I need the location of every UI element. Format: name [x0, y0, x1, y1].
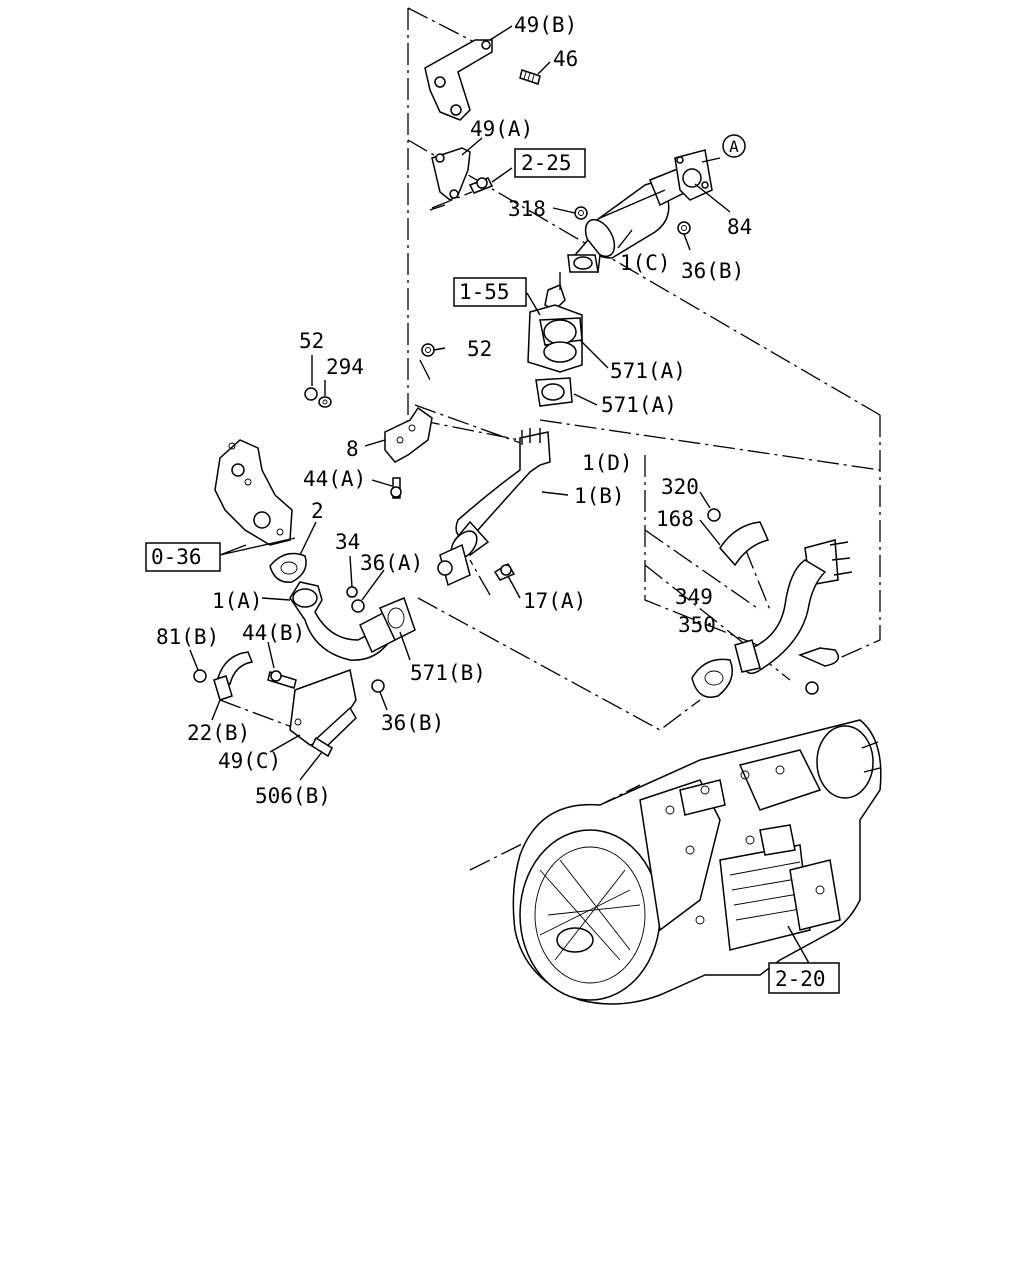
bolt-44b [267, 670, 297, 689]
ref-2-25: 2-25 [521, 151, 572, 175]
ref-1-55: 1-55 [459, 280, 510, 304]
callout-168: 168 [656, 507, 694, 531]
bolt-506b [311, 736, 333, 758]
callout-294: 294 [326, 355, 364, 379]
callout-44b: 44(B) [242, 621, 305, 645]
callout-22b: 22(B) [187, 721, 250, 745]
nut-81b [193, 669, 207, 683]
washer-34 [346, 586, 358, 598]
bolt-46 [519, 69, 541, 85]
callout-52-right: 52 [467, 337, 492, 361]
callout-36b-low: 36(B) [381, 711, 444, 735]
nut-36a [351, 599, 365, 613]
callout-36b-top: 36(B) [681, 259, 744, 283]
nut-52-left [304, 387, 318, 401]
callout-8: 8 [346, 437, 359, 461]
callout-34: 34 [335, 530, 360, 554]
ref-box-2-25 [514, 148, 586, 178]
gasket-2 [269, 552, 307, 583]
callout-506b: 506(B) [255, 784, 331, 808]
callout-49a: 49(A) [470, 117, 533, 141]
callout-44a: 44(A) [303, 467, 366, 491]
callout-349: 349 [675, 585, 713, 609]
bolt-17a [493, 562, 516, 581]
callout-49b: 49(B) [514, 13, 577, 37]
callout-81b: 81(B) [156, 625, 219, 649]
callout-350: 350 [678, 613, 716, 637]
callout-46: 46 [553, 47, 578, 71]
bracket-8 [384, 406, 433, 463]
leader-lines [189, 25, 811, 966]
pipe-1d [691, 521, 853, 698]
marker-a-label: A [729, 137, 739, 156]
callout-1c: 1(C) [620, 251, 671, 275]
nut-36b-top [677, 221, 691, 235]
ref-box-1-55 [453, 277, 527, 307]
callout-320: 320 [661, 475, 699, 499]
callout-36a: 36(A) [360, 551, 423, 575]
bolt-44a [390, 477, 402, 499]
nut-318 [574, 206, 588, 220]
bracket-49a [431, 147, 471, 201]
exhaust-brake-1-55 [527, 272, 583, 407]
callout-571a-2: 571(A) [601, 393, 677, 417]
bolt-2-25 [468, 177, 494, 194]
callout-1d: 1(D) [582, 451, 633, 475]
washer-294 [318, 396, 332, 408]
nut-320 [707, 508, 721, 522]
pipe-1b [437, 428, 551, 587]
nut-36b-low [371, 679, 385, 693]
callout-318: 318 [508, 197, 546, 221]
ref-2-20: 2-20 [775, 967, 826, 991]
bracket-49b [424, 39, 493, 121]
callout-52-left: 52 [299, 329, 324, 353]
nut-bottom-right [805, 681, 819, 695]
callout-571a-1: 571(A) [610, 359, 686, 383]
bracket-49c [289, 668, 357, 749]
callout-49c: 49(C) [218, 749, 281, 773]
callout-2: 2 [311, 499, 324, 523]
callout-571b: 571(B) [410, 661, 486, 685]
nut-52-right [421, 343, 435, 357]
callout-17a: 17(A) [523, 589, 586, 613]
transmission-2-20 [512, 719, 882, 1005]
manifold-0-36 [214, 439, 293, 546]
callout-84: 84 [727, 215, 752, 239]
callout-1b: 1(B) [574, 484, 625, 508]
ref-box-2-20 [768, 962, 840, 994]
ref-box-0-36 [145, 542, 221, 572]
marker-a-circle [722, 134, 746, 158]
pipe-1a [289, 581, 416, 661]
clamp-22b [213, 651, 254, 701]
callout-1a: 1(A) [212, 589, 263, 613]
ref-0-36: 0-36 [151, 545, 202, 569]
